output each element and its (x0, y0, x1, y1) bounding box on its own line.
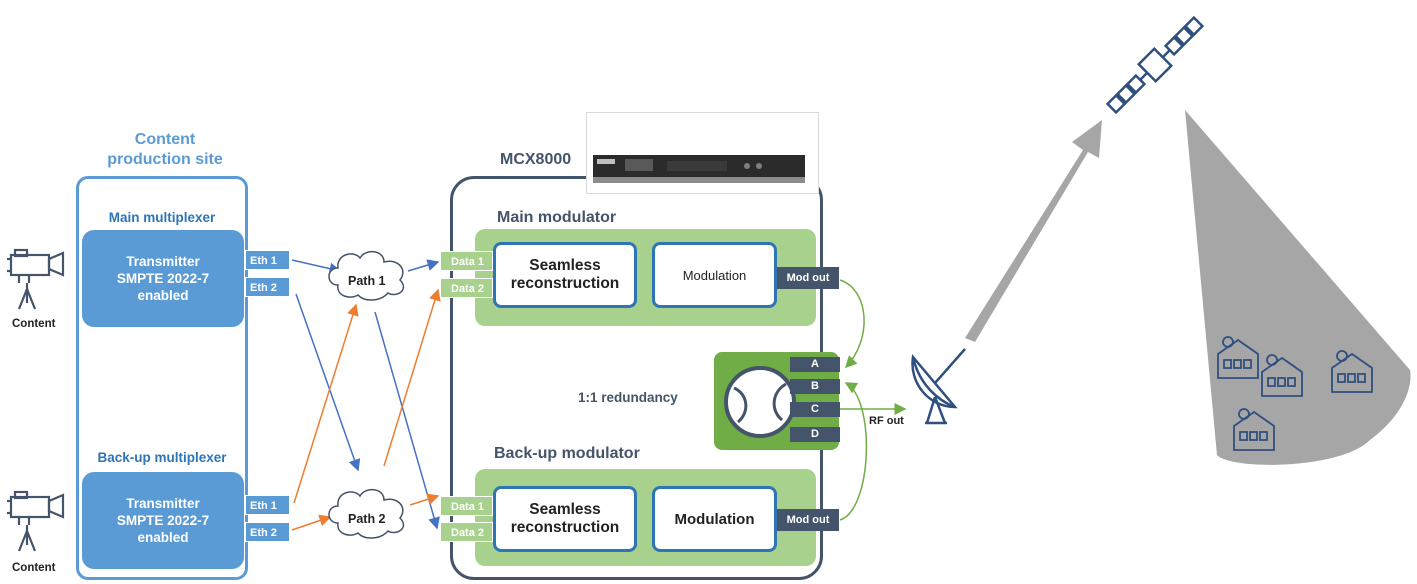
main-tx-line3: enabled (137, 288, 189, 303)
main-eth1-port: Eth 1 (245, 250, 290, 270)
path1-cloud-icon (328, 250, 405, 301)
backup-tx-line2: SMPTE 2022-7 (116, 513, 210, 528)
backup-seamless-line1: Seamless (529, 501, 601, 518)
video-camera-icon (7, 490, 65, 552)
switch-port-c: C (790, 402, 840, 417)
path1-label: Path 1 (348, 274, 386, 288)
main-data2-port: Data 2 (440, 278, 493, 298)
satellite-icon (1105, 15, 1205, 115)
main-tx-line1: Transmitter (126, 254, 200, 269)
switch-port-b: B (790, 379, 840, 394)
main-eth2-port: Eth 2 (245, 277, 290, 297)
backup-modulator-title: Back-up modulator (494, 445, 640, 462)
main-seamless-line1: Seamless (529, 257, 601, 274)
main-data1-port: Data 1 (440, 251, 493, 271)
main-tx-line2: SMPTE 2022-7 (116, 271, 210, 286)
main-mod-out-port: Mod out (777, 267, 839, 289)
main-seamless-reconstruction: Seamless reconstruction (493, 242, 637, 308)
backup-eth1-port: Eth 1 (245, 495, 290, 515)
main-content-label: Content (12, 318, 56, 330)
backup-seamless-reconstruction: Seamless reconstruction (493, 486, 637, 552)
site-title-line2: production site (107, 151, 223, 168)
backup-data1-port: Data 1 (440, 496, 493, 516)
switch-port-a: A (790, 357, 840, 372)
main-modulator-title: Main modulator (497, 209, 617, 226)
site-title-line1: Content (134, 131, 196, 148)
main-seamless-line2: reconstruction (510, 275, 620, 292)
switch-port-d: D (790, 427, 840, 442)
rf-out-label: RF out (869, 415, 904, 427)
backup-tx-line1: Transmitter (126, 496, 200, 511)
backup-multiplexer-label: Back-up multiplexer (97, 450, 227, 465)
backup-tx-line3: enabled (137, 530, 189, 545)
main-multiplexer-label: Main multiplexer (108, 210, 216, 225)
main-transmitter: Transmitter SMPTE 2022-7 enabled (82, 230, 244, 327)
path2-label: Path 2 (348, 512, 386, 526)
backup-data2-port: Data 2 (440, 522, 493, 542)
site-title: Content production site (80, 130, 250, 170)
backup-modulation: Modulation (652, 486, 777, 552)
satellite-dish-icon (911, 348, 966, 425)
content-production-site-box (76, 176, 248, 580)
backup-content-label: Content (12, 562, 56, 574)
path2-cloud-icon (328, 488, 405, 539)
main-modulation: Modulation (652, 242, 777, 308)
backup-mod-out-port: Mod out (777, 509, 839, 531)
houses-icon (1217, 336, 1373, 451)
video-camera-icon (7, 248, 65, 310)
backup-seamless-line2: reconstruction (510, 519, 620, 536)
mcx8000-device-image (586, 112, 819, 194)
mcx8000-title: MCX8000 (500, 151, 572, 168)
backup-transmitter: Transmitter SMPTE 2022-7 enabled (82, 472, 244, 569)
redundancy-label: 1:1 redundancy (578, 390, 678, 405)
backup-eth2-port: Eth 2 (245, 522, 290, 542)
